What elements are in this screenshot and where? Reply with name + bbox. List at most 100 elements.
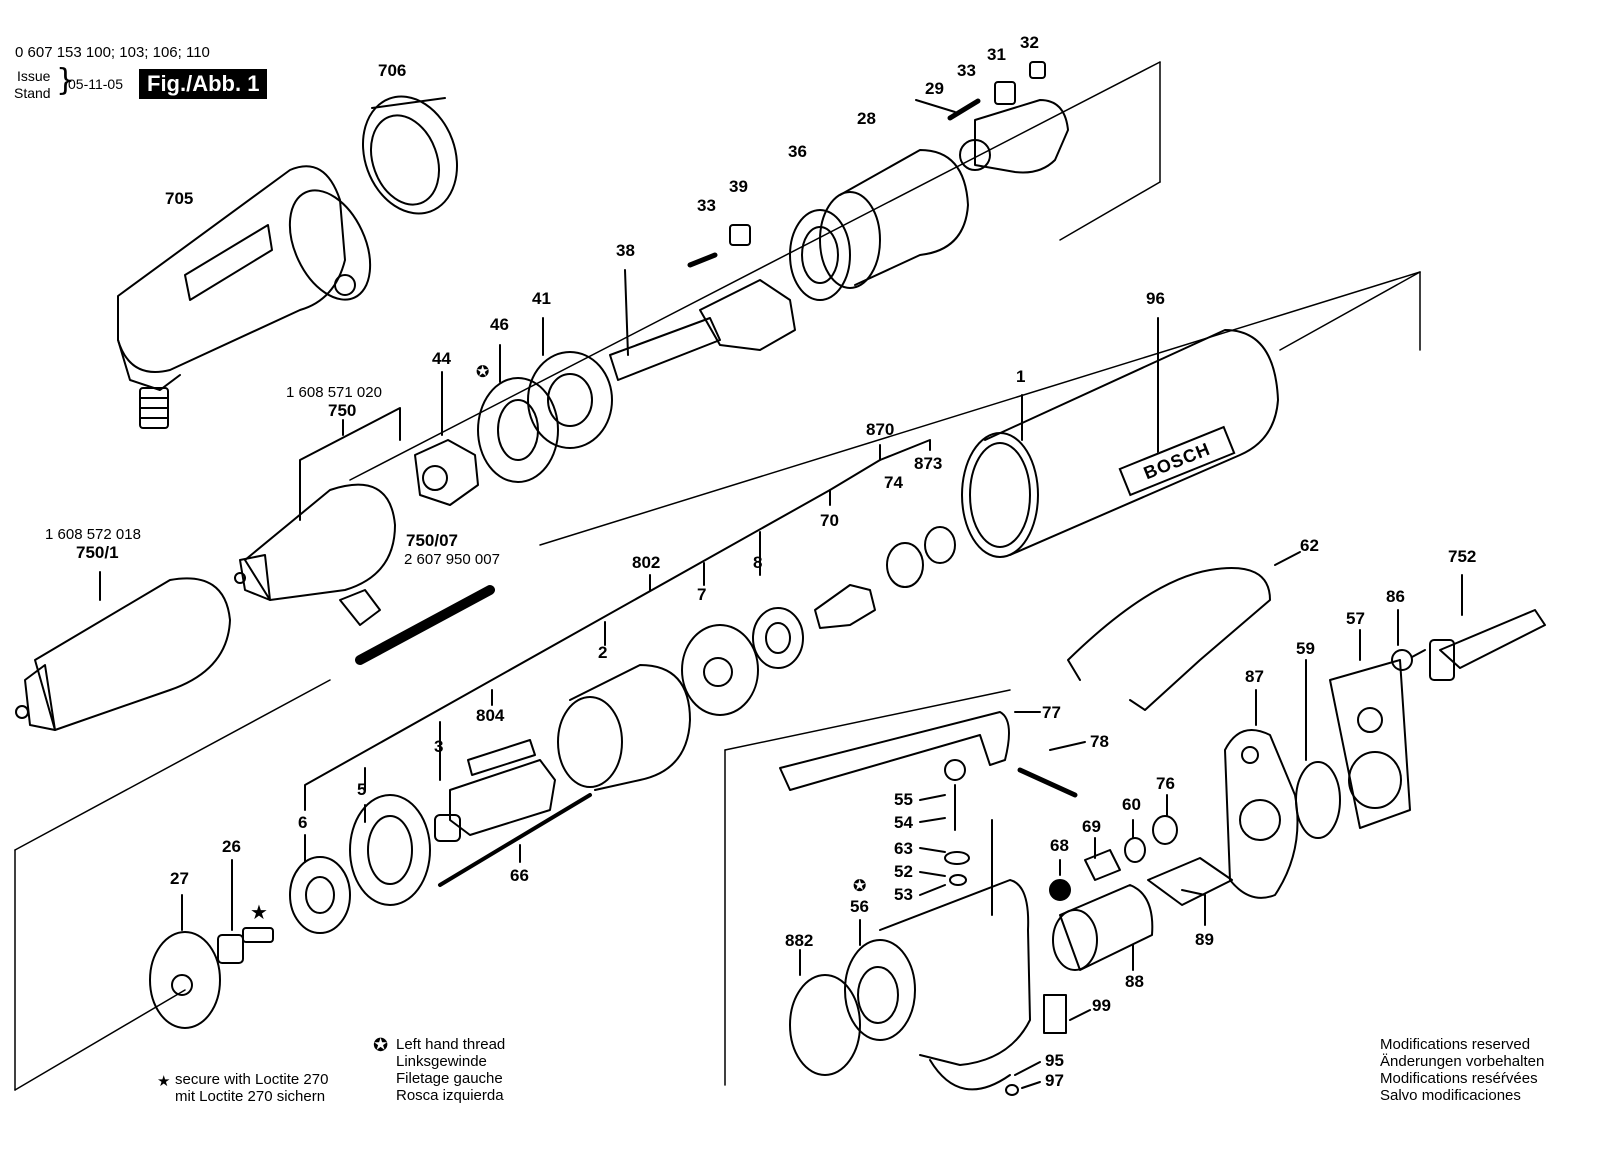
part-label-87: 87 [1245,667,1264,686]
part-label-39: 39 [729,177,748,196]
part-label-66: 66 [510,866,529,885]
part-label-2: 2 [598,643,608,662]
part-label-705: 705 [165,189,194,208]
part-label-804: 804 [476,706,505,725]
ring-706 [361,95,459,215]
legend-left-hand-fr: Filetage gauche [396,1070,503,1087]
part-label-69: 69 [1082,817,1101,836]
part-label-54: 54 [894,813,913,832]
part-label-750: 750 [328,401,357,420]
model-numbers: 0 607 153 100; 103; 106; 110 [15,44,210,61]
part-label-46: 46 [490,315,509,334]
legend-left-hand-icon: ✪ [373,1035,389,1056]
part-label-8: 8 [753,553,763,572]
part-label-870: 870 [866,420,895,439]
part-label-750-07: 750/07 [406,531,458,550]
part-label-59: 59 [1296,639,1315,658]
part-label-88: 88 [1125,972,1144,991]
part-label-95: 95 [1045,1051,1064,1070]
part-label-26: 26 [222,837,241,856]
lever-77 [779,711,1086,798]
valve-inserts [1049,794,1233,926]
handle-56 [844,819,1031,1091]
left-hand-thread-icon: ✪ [476,362,490,381]
part-label-5: 5 [357,780,367,799]
issue-date: 05-11-05 [68,76,124,92]
part-code-750: 1 608 571 020 [286,384,382,401]
part-label-32: 32 [1020,33,1039,52]
parts-26-27 [149,859,274,1029]
boundary-lines [14,61,1421,1091]
part-label-31: 31 [987,45,1006,64]
part-label-56: 56 [850,897,869,916]
left-hand-thread-icon-56: ✪ [853,876,867,895]
part-label-78: 78 [1090,732,1109,751]
part-label-89: 89 [1195,930,1214,949]
part-label-38: 38 [616,241,635,260]
part-label-99: 99 [1092,996,1111,1015]
part-label-74: 74 [884,473,903,492]
loctite-star-icon: ★ [250,900,268,924]
part-label-29: 29 [925,79,944,98]
part-code-750-1: 1 608 572 018 [45,526,141,543]
part-label-882: 882 [785,931,814,950]
legend-loctite-de: mit Loctite 270 sichern [175,1088,326,1105]
brace-symbol: } [56,63,76,98]
part-label-33-mid: 33 [697,196,716,215]
part-label-55: 55 [894,790,913,809]
part-label-1: 1 [1016,367,1026,386]
motor-group-802 [289,439,956,934]
part-label-86: 86 [1386,587,1405,606]
legend-loctite-en: secure with Loctite 270 [175,1071,329,1088]
part-label-44: 44 [432,349,451,368]
legend-left-hand-en: Left hand thread [396,1036,506,1053]
part-code-750-07: 2 607 950 007 [404,551,500,568]
cylinder-28 [789,149,969,301]
legend-left-hand-es: Rosca izquierda [396,1087,504,1104]
housing-1 [961,317,1279,558]
part-label-706: 706 [378,61,407,80]
rotor-38 [609,224,796,381]
part-label-76: 76 [1156,774,1175,793]
part-label-70: 70 [820,511,839,530]
part-label-57: 57 [1346,609,1365,628]
stand-label: Stand [14,85,51,101]
modifications-es: Salvo modificaciones [1380,1087,1521,1104]
inlet-parts [1224,574,1546,899]
part-label-60: 60 [1122,795,1141,814]
modifications-de: Änderungen vorbehalten [1380,1053,1545,1070]
part-label-750-1: 750/1 [76,543,119,562]
angle-head-705 [117,165,372,429]
part-label-873: 873 [914,454,943,473]
part-label-96: 96 [1146,289,1165,308]
modifications-en: Modifications reserved [1380,1036,1531,1053]
part-label-97: 97 [1045,1071,1064,1090]
bearings-41-46-44 [414,317,613,506]
part-label-41: 41 [532,289,551,308]
part-label-62: 62 [1300,536,1319,555]
figure-badge: Fig./Abb. 1 [139,69,268,99]
part-label-36: 36 [788,142,807,161]
issue-label: Issue [17,68,51,84]
gear-assembly-top [915,61,1069,174]
part-label-68: 68 [1050,836,1069,855]
part-label-33-top: 33 [957,61,976,80]
modifications-fr: Modifications reséŕvées [1380,1070,1538,1087]
legend-star-icon: ★ [157,1072,171,1090]
part-label-752: 752 [1448,547,1477,566]
part-label-52: 52 [894,862,913,881]
chuck-750 [234,407,495,665]
part-label-53: 53 [894,885,913,904]
part-label-77: 77 [1042,703,1061,722]
clip-62 [1067,551,1301,711]
part-label-802: 802 [632,553,661,572]
part-label-7: 7 [697,585,707,604]
part-label-63: 63 [894,839,913,858]
legend-left-hand-de: Linksgewinde [396,1053,487,1070]
part-label-27: 27 [170,869,189,888]
valve-parts [919,759,970,896]
chuck-750-1 [15,571,231,731]
part-label-6: 6 [298,813,308,832]
